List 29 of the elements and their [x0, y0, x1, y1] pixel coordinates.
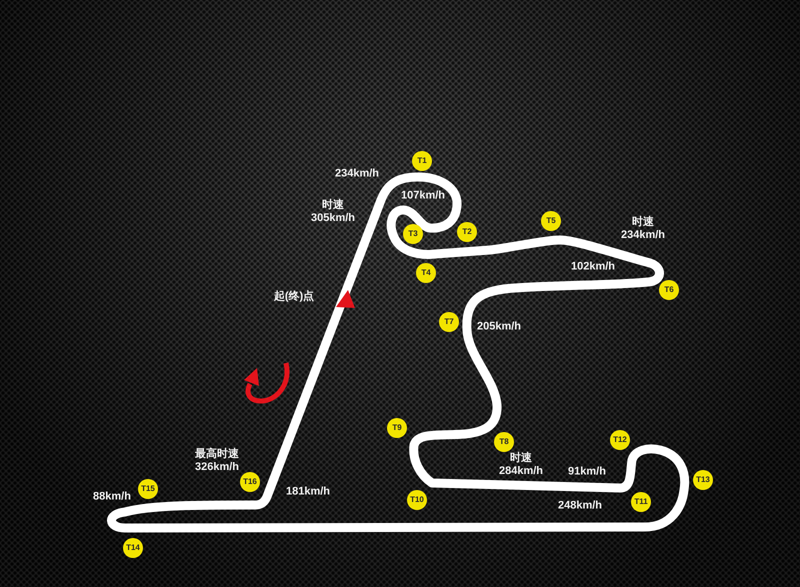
turn-marker: T1	[412, 151, 432, 171]
turn-marker: T5	[541, 211, 561, 231]
turn-marker: T15	[138, 479, 158, 499]
turn-marker: T7	[439, 312, 459, 332]
turn-marker: T16	[240, 472, 260, 492]
speed-label: 时速 234km/h	[620, 216, 666, 242]
speed-label: 时速 305km/h	[310, 199, 356, 225]
start-finish-label: 起(终)点	[274, 290, 314, 304]
turn-marker: T6	[659, 280, 679, 300]
turn-marker: T8	[494, 432, 514, 452]
speed-label: 88km/h	[93, 490, 131, 504]
turn-marker: T14	[123, 538, 143, 558]
turn-marker: T10	[407, 490, 427, 510]
turn-marker: T2	[457, 222, 477, 242]
speed-label: 234km/h	[334, 168, 380, 180]
speed-label: 时速 284km/h	[498, 452, 544, 478]
turn-marker: T12	[610, 430, 630, 450]
speed-label: 最高时速 326km/h	[194, 448, 240, 474]
speed-label: 205km/h	[476, 320, 522, 334]
speed-label: 181km/h	[286, 486, 330, 498]
speed-label: 102km/h	[570, 260, 616, 274]
turn-marker: T3	[403, 224, 423, 244]
speed-label: 91km/h	[568, 466, 606, 478]
turn-marker: T9	[387, 418, 407, 438]
speed-label: 107km/h	[400, 190, 446, 202]
turn-marker: T4	[416, 263, 436, 283]
turn-marker: T13	[693, 470, 713, 490]
speed-label: 248km/h	[558, 500, 602, 512]
turn-marker: T11	[631, 492, 651, 512]
